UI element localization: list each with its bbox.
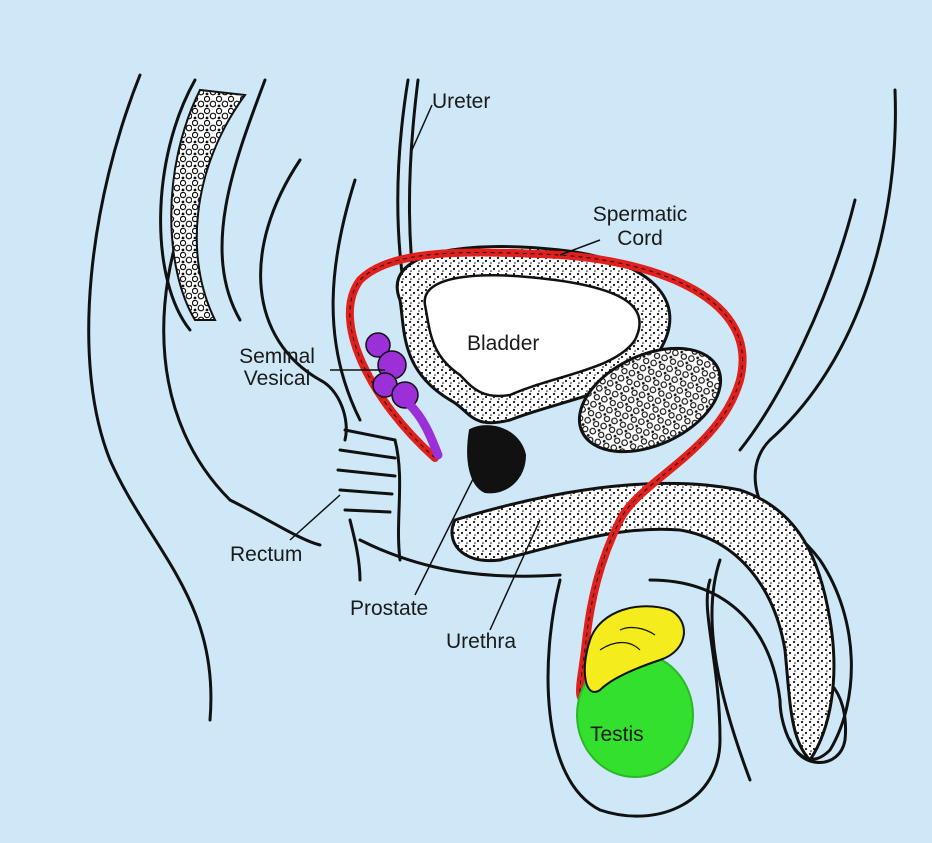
prostate-label: Prostate [350, 598, 428, 620]
seminal-label-line1: Seminal [222, 346, 332, 368]
ureter-label: Ureter [432, 91, 490, 113]
vesical-label-line2: Vesical [222, 368, 332, 390]
rectum-label: Rectum [230, 544, 302, 566]
spermatic-label-line1: Spermatic [590, 204, 690, 226]
testis-label: Testis [590, 724, 644, 746]
urethra-label: Urethra [446, 631, 516, 653]
bladder-label: Bladder [467, 333, 539, 355]
cord-label-line2: Cord [590, 228, 690, 250]
